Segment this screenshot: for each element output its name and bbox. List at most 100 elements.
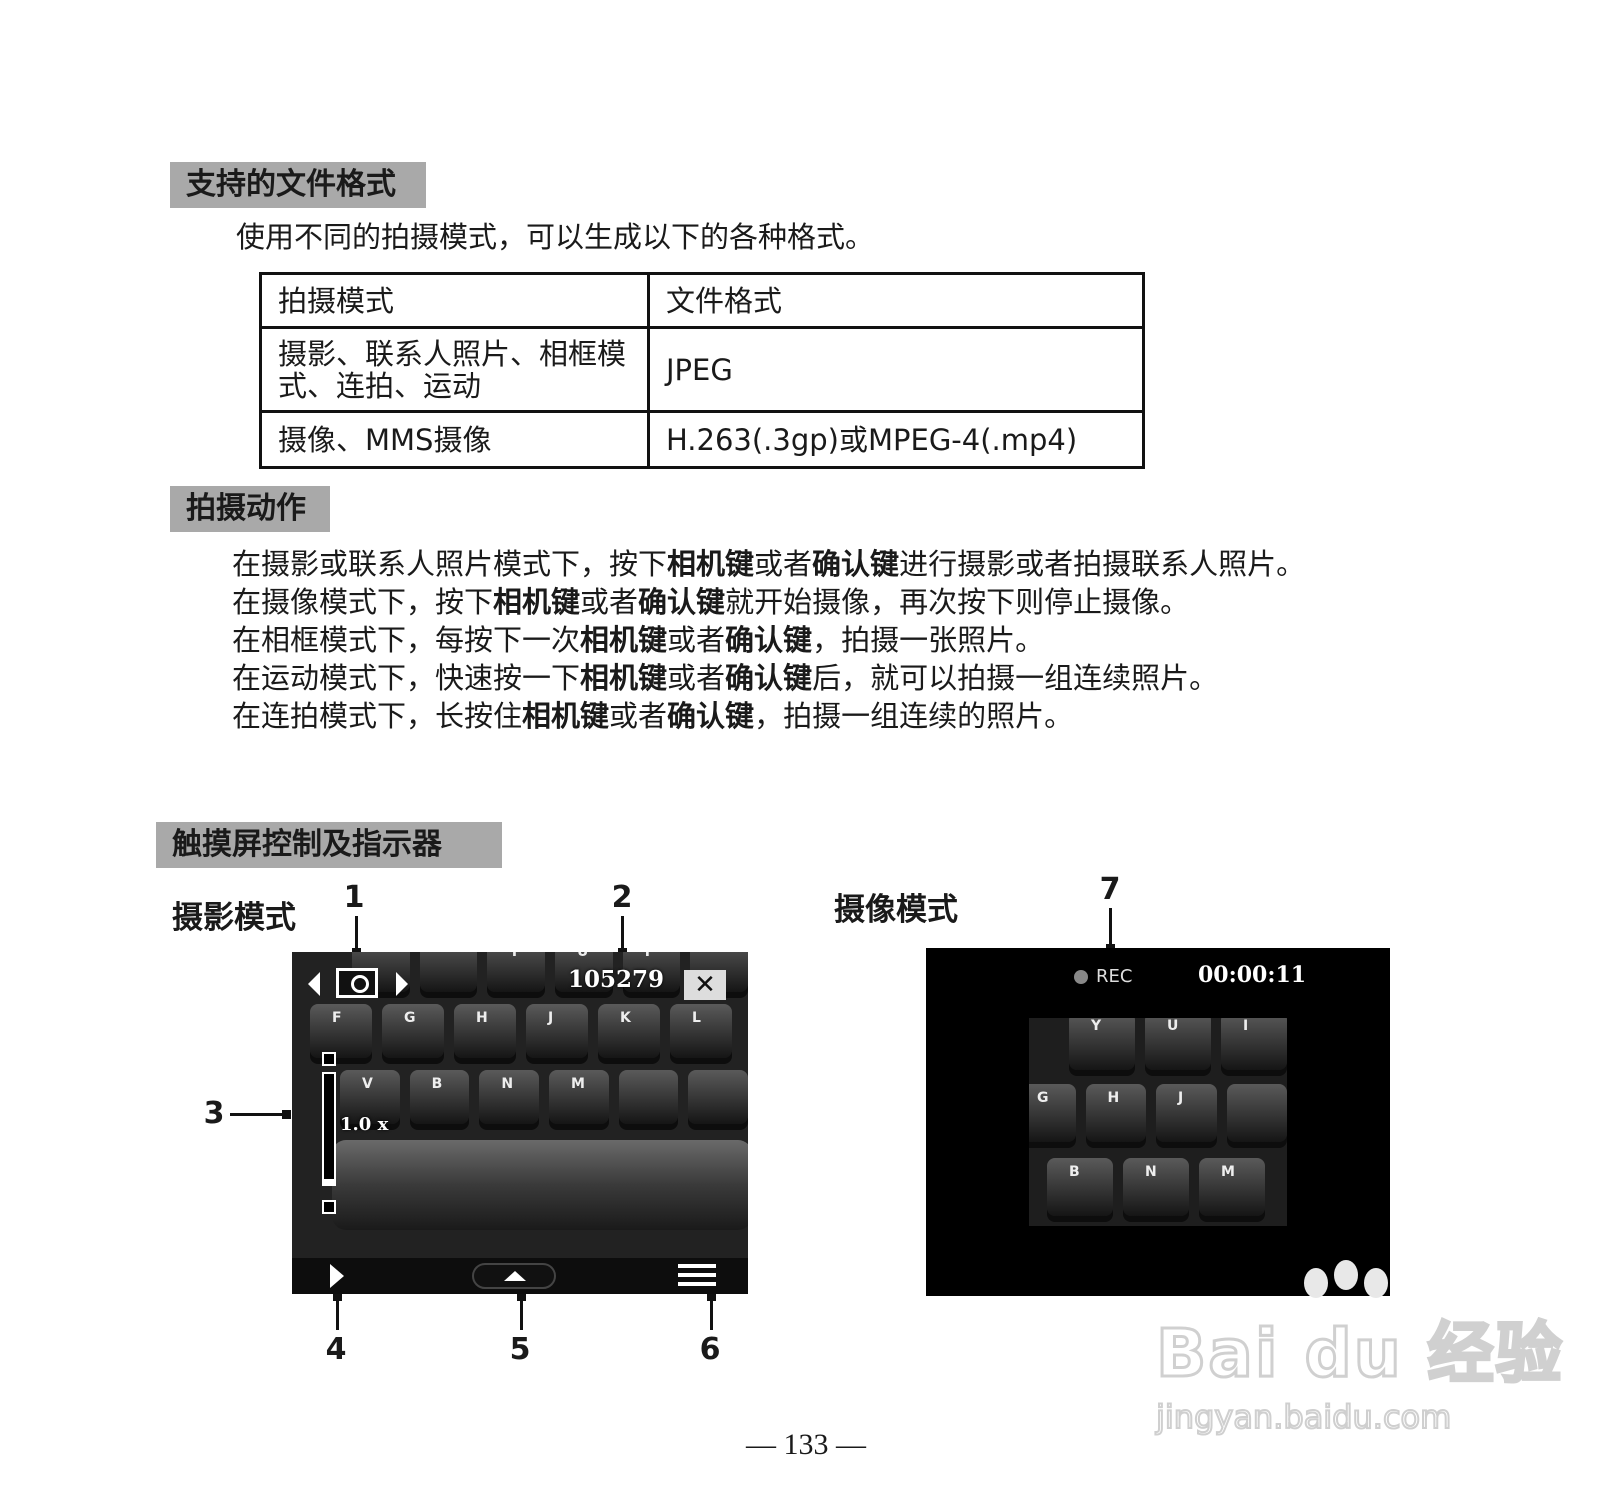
text: 在摄影或联系人照片模式下，按下 (232, 547, 668, 581)
key-term: 确认键 (638, 585, 726, 619)
key-letter: J (548, 1010, 554, 1026)
video-preview: Y U I G H J B N M (1029, 1018, 1287, 1226)
key-letter: U (577, 952, 589, 960)
keyboard-row: F G H J K L (310, 1004, 748, 1058)
keyboard-key: V (340, 1070, 400, 1124)
keyboard-key (1226, 1084, 1287, 1142)
rec-label: REC (1096, 966, 1133, 987)
zoom-out-icon[interactable] (322, 1200, 336, 1214)
action-paragraph: 在连拍模式下，长按住相机键或者确认键，拍摄一组连续的照片。 (232, 697, 1305, 735)
baidu-watermark: Bai du 经验 jingyan.baidu.com (1155, 1260, 1564, 1437)
keyboard-key: M (549, 1070, 609, 1124)
key-term: 相机键 (580, 623, 668, 657)
key-term: 确认键 (725, 623, 813, 657)
key-term: 相机键 (522, 699, 610, 733)
table-cell: H.263(.3gp)或MPEG-4(.mp4) (647, 410, 1145, 469)
key-term: 确认键 (667, 699, 755, 733)
table-cell: 摄影、联系人照片、相框模式、连拍、运动 (259, 326, 650, 413)
text: 或者 (754, 547, 813, 581)
close-button[interactable]: ✕ (684, 970, 726, 1000)
callout-dot (333, 1292, 342, 1301)
callout-line (1109, 908, 1112, 948)
callout-3: 3 (203, 1096, 225, 1131)
key-letter: N (1145, 1164, 1157, 1180)
zoom-level: 1.0 x (340, 1114, 389, 1135)
text: 进行摄影或者拍摄联系人照片。 (899, 547, 1306, 581)
action-paragraph: 在相框模式下，每按下一次相机键或者确认键，拍摄一张照片。 (232, 621, 1305, 659)
key-letter: M (1221, 1164, 1235, 1180)
camera-bottom-bar (292, 1258, 748, 1294)
callout-2: 2 (611, 880, 633, 915)
video-mode-screen: REC 00:00:11 Y U I G H J B N M (926, 948, 1390, 1296)
rec-indicator-icon (1074, 970, 1088, 984)
callout-line (230, 1113, 286, 1116)
text: 后，就可以拍摄一组连续照片。 (812, 661, 1219, 695)
keyboard-key: G (1029, 1084, 1076, 1142)
key-letter: G (404, 1010, 416, 1026)
mode-prev-arrow-icon[interactable] (308, 972, 320, 996)
action-paragraph: 在摄影或联系人照片模式下，按下相机键或者确认键进行摄影或者拍摄联系人照片。 (232, 545, 1305, 583)
callout-6: 6 (699, 1332, 721, 1367)
key-letter: G (1037, 1090, 1049, 1106)
camera-mode-icon[interactable] (336, 968, 378, 998)
callout-line (520, 1294, 523, 1330)
callout-dot (282, 1110, 291, 1119)
table-cell: JPEG (647, 326, 1145, 413)
key-letter: J (1178, 1090, 1184, 1106)
callout-line (621, 916, 624, 952)
keyboard-row: Y U I (1069, 1018, 1287, 1070)
action-paragraph: 在运动模式下，快速按一下相机键或者确认键后，就可以拍摄一组连续照片。 (232, 659, 1305, 697)
key-letter: N (501, 1076, 514, 1092)
callout-line (336, 1294, 339, 1330)
menu-list-icon[interactable] (678, 1264, 716, 1290)
keyboard-key: N (479, 1070, 540, 1124)
keyboard-key: B (1047, 1158, 1113, 1216)
keyboard-key: J (526, 1004, 588, 1058)
key-letter: I (1243, 1018, 1249, 1034)
key-letter: L (692, 1010, 701, 1026)
text: 在摄像模式下，按下 (232, 585, 494, 619)
callout-dot (707, 1292, 716, 1301)
text: 就开始摄像，再次按下则停止摄像。 (725, 585, 1190, 619)
watermark-brand: Bai du 经验 (1155, 1314, 1564, 1394)
section-title-formats: 支持的文件格式 (170, 162, 426, 208)
keyboard-key: L (670, 1004, 732, 1058)
key-term: 相机键 (667, 547, 755, 581)
key-term: 相机键 (580, 661, 668, 695)
action-paragraph: 在摄像模式下，按下相机键或者确认键就开始摄像，再次按下则停止摄像。 (232, 583, 1305, 621)
keyboard-key: H (1085, 1084, 1146, 1142)
table-header-mode: 拍摄模式 (259, 272, 650, 329)
callout-dot (517, 1292, 526, 1301)
key-letter: B (431, 1076, 443, 1092)
photo-mode-screen: Y U I F G H J K L V B N M 105279 ✕ 1.0 x (292, 952, 748, 1294)
keyboard-key: H (454, 1004, 516, 1058)
keyboard-key: I (1221, 1018, 1287, 1070)
key-term: 相机键 (493, 585, 581, 619)
key-term: 确认键 (812, 547, 900, 581)
keyboard-key (688, 1070, 748, 1124)
text: 或者 (667, 623, 726, 657)
keyboard-key: M (1199, 1158, 1265, 1216)
keyboard-key: N (1123, 1158, 1189, 1216)
mode-next-arrow-icon[interactable] (396, 972, 408, 996)
album-play-icon[interactable] (330, 1264, 344, 1288)
zoom-slider[interactable] (322, 1072, 336, 1186)
key-letter: Y (509, 952, 520, 960)
recording-time: 00:00:11 (1198, 962, 1307, 988)
key-letter: F (332, 1010, 342, 1026)
zoom-in-icon[interactable] (322, 1052, 336, 1066)
keyboard-row: B N M (1047, 1158, 1287, 1216)
key-letter: K (620, 1010, 631, 1026)
keyboard-key: U (1145, 1018, 1211, 1070)
remaining-shots-count: 105279 (568, 966, 665, 993)
key-letter: I (644, 952, 650, 960)
text: 或者 (667, 661, 726, 695)
key-letter: H (476, 1010, 488, 1026)
video-mode-label: 摄像模式 (834, 892, 958, 928)
actions-paragraphs: 在摄影或联系人照片模式下，按下相机键或者确认键进行摄影或者拍摄联系人照片。 在摄… (232, 545, 1305, 735)
zoom-slider-fill (324, 1178, 334, 1184)
expand-up-button[interactable] (472, 1263, 556, 1289)
formats-table: 拍摄模式 文件格式 摄影、联系人照片、相框模式、连拍、运动 JPEG 摄像、MM… (259, 272, 1145, 469)
watermark-url: jingyan.baidu.com (1155, 1397, 1452, 1437)
text: 或者 (580, 585, 639, 619)
